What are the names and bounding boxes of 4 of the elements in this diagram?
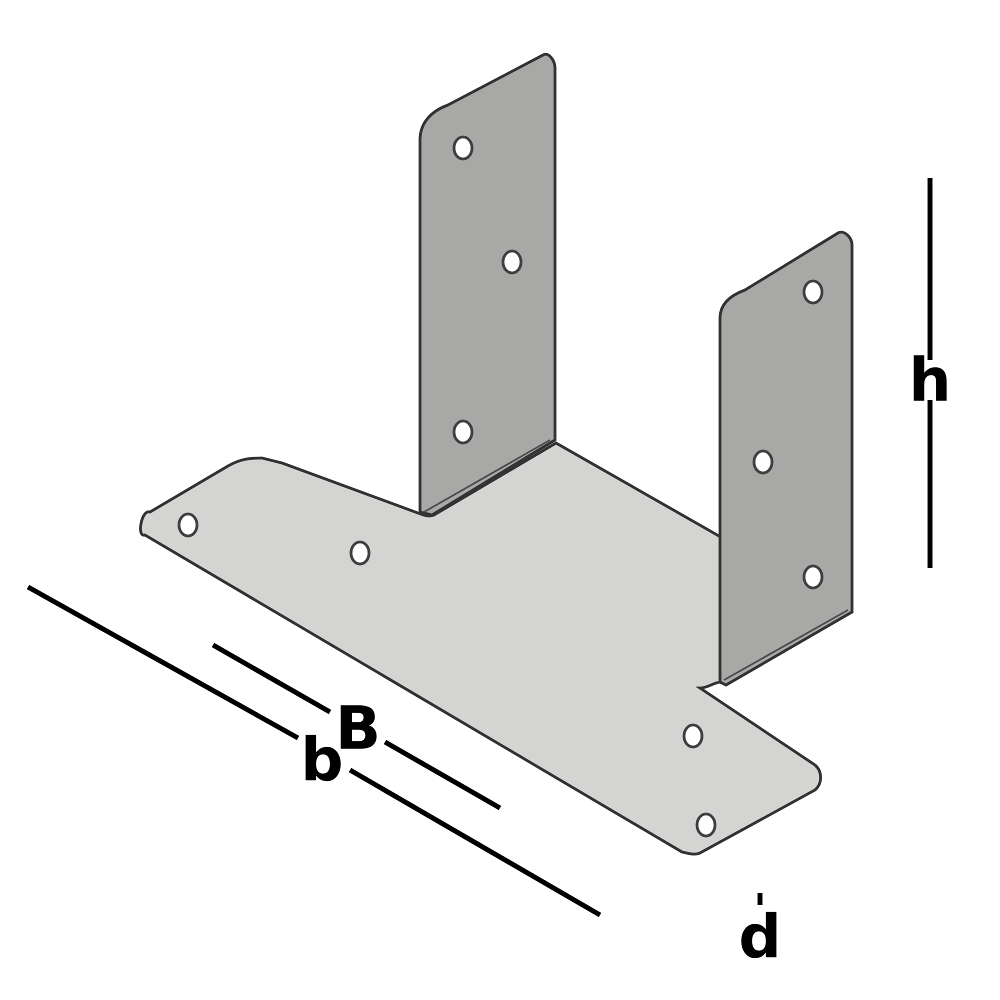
dimension-label: B (340, 705, 377, 749)
dimension-label: h (914, 355, 947, 401)
dimension-label: b (306, 734, 341, 782)
dimension-label: d (741, 912, 776, 958)
